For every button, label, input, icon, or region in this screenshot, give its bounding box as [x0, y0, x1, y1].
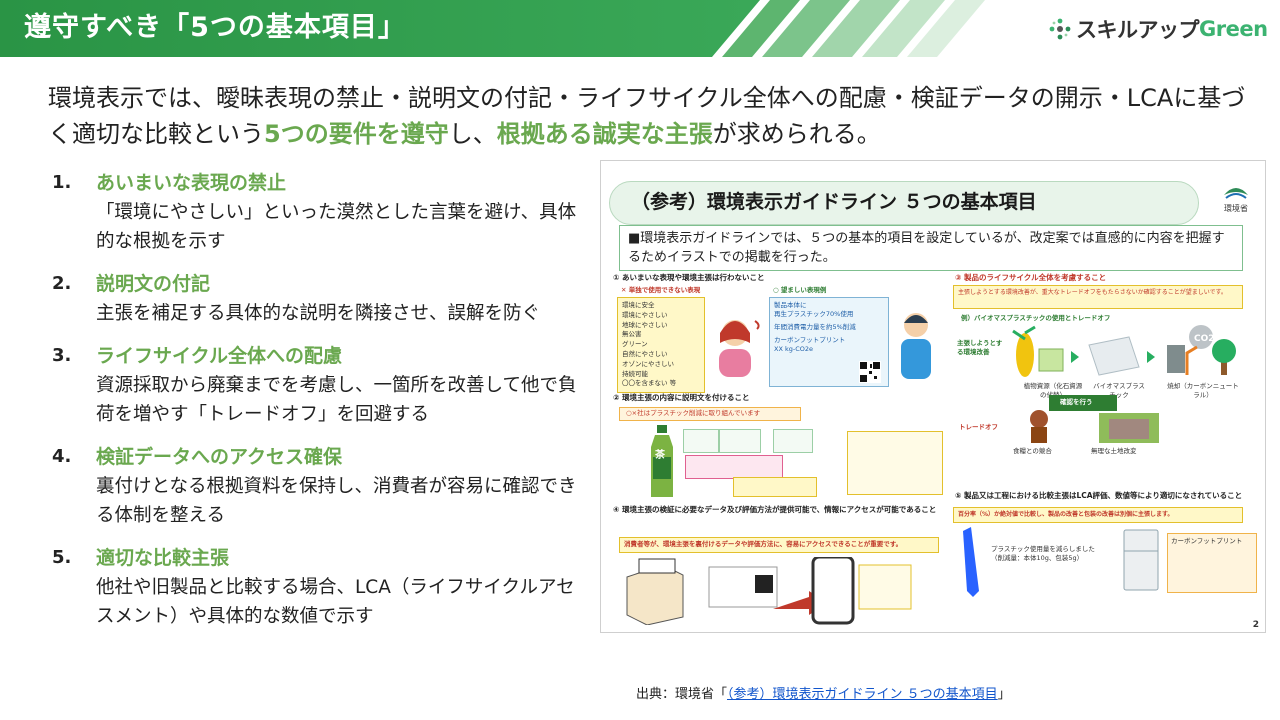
- item-description: 他社や旧製品と比較する場合、LCA（ライフサイクルアセスメント）や具体的な数値で…: [96, 577, 575, 627]
- section-4-banner: 消費者等が、環境主張を裏付けるデータや評価方法に、容易にアクセスできることが重要…: [624, 540, 903, 548]
- lead-paragraph: 環境表示では、曖昧表現の禁止・説明文の付記・ライフサイクル全体への配慮・検証デー…: [48, 80, 1248, 152]
- item-description: 主張を補足する具体的な説明を隣接させ、誤解を防ぐ: [96, 303, 541, 324]
- item-number: 3.: [52, 345, 72, 366]
- list-item: 1. あいまいな表現の禁止 「環境にやさしい」といった漠然とした言葉を避け、具体…: [52, 168, 592, 256]
- tradeoff-label: トレードオフ: [959, 423, 998, 431]
- figure-title-banner: [609, 181, 1199, 225]
- section-1-ok-label: ○ 望ましい表現例: [773, 286, 827, 294]
- list-item: 5. 適切な比較主張 他社や旧製品と比較する場合、LCA（ライフサイクルアセスメ…: [52, 543, 592, 631]
- item-title: 適切な比較主張: [96, 547, 230, 569]
- item-number: 4.: [52, 446, 72, 467]
- lifecycle-label-bioplastic: バイオマスプラスチック: [1093, 382, 1145, 399]
- pen-illustration: [963, 527, 979, 597]
- section-3-note: 主張しようとする環境改善が、重大なトレードオフをもたらさないか確認することが望ま…: [958, 289, 1227, 296]
- logo-text-accent: Green: [1199, 17, 1268, 41]
- callout-box-2: [719, 429, 761, 453]
- tea-bottle-label: 茶: [655, 450, 665, 461]
- callout-box-3: [773, 429, 813, 453]
- figure-note-box: ■環境表示ガイドラインでは、５つの基本的項目を設定しているが、改定案では直感的に…: [619, 225, 1243, 271]
- check-label: 確認を行う: [1060, 398, 1093, 406]
- item-number: 1.: [52, 172, 72, 193]
- logo-text-main: スキルアップ: [1076, 18, 1200, 42]
- ministry-name: 環境省: [1224, 204, 1248, 213]
- dots-logo-icon: [1049, 18, 1071, 40]
- header-background: [0, 0, 985, 57]
- list-item: 4. 検証データへのアクセス確保 裏付けとなる根拠資料を保持し、消費者が容易に確…: [52, 442, 592, 530]
- svg-text:CO2: CO2: [1194, 334, 1215, 344]
- lead-highlight-2: 根拠ある誠実な主張: [496, 120, 713, 148]
- data-access-illustration: [626, 557, 912, 625]
- list-item: 2. 説明文の付記 主張を補足する具体的な説明を隣接させ、誤解を防ぐ: [52, 269, 592, 328]
- item-title: 検証データへのアクセス確保: [96, 446, 343, 468]
- section-1-ng-label: ✕ 単独で使用できない表現: [621, 286, 701, 294]
- callout-box-6: [847, 431, 943, 495]
- ng-expressions-box: 環境に安全環境にやさしい地球にやさしい 無公害グリーン自然にやさしい オゾンにや…: [617, 297, 705, 393]
- item-title: あいまいな表現の禁止: [96, 172, 287, 194]
- section-5-banner-box: 百分率（%）か絶対値で比較し、製品の改善と包装の改善は別個に主張します。: [953, 507, 1243, 523]
- section-5-heading: ⑤ 製品又は工程における比較主張はLCA評価、数値等により適切になされていること: [955, 491, 1243, 500]
- check-label-box: 確認を行う: [1049, 395, 1117, 411]
- source-link[interactable]: （参考）環境表示ガイドライン ５つの基本項目: [727, 687, 998, 702]
- tradeoff-food: 食糧との競合: [1013, 447, 1052, 455]
- refrigerator-illustration: [1123, 529, 1159, 591]
- lead-text-1: 環境表示では、曖昧表現の禁止・説明文の付記・ライフサイクル全体への配慮・検証デー…: [48, 84, 1246, 148]
- tradeoff-illustration: [1030, 410, 1159, 443]
- figure-page-number: 2: [1252, 620, 1259, 630]
- item-title: ライフサイクル全体への配慮: [96, 345, 343, 367]
- item-number: 5.: [52, 547, 72, 568]
- section-4-heading: ④ 環境主張の検証に必要なデータ及び評価方法が提供可能で、情報にアクセスが可能で…: [613, 505, 937, 514]
- section-3-heading: ③ 製品のライフサイクル全体を考慮すること: [955, 273, 1107, 282]
- lead-text-3: が求められる。: [712, 120, 881, 148]
- callout-box-1: [683, 429, 719, 453]
- section-2-banner-box: ○×社はプラスチック削減に取り組んでいます: [619, 407, 801, 421]
- item-number: 2.: [52, 273, 72, 294]
- lifecycle-label-incineration: 焼却（カーボンニュートラル）: [1167, 382, 1239, 399]
- lead-highlight-1: 5つの要件を遵守: [264, 120, 449, 148]
- section-3-example: 例）バイオマスプラスチックの使用とトレードオフ: [961, 314, 1111, 322]
- lifecycle-flow-illustration: CO2: [1012, 325, 1236, 377]
- source-suffix: 」: [997, 687, 1011, 702]
- qr-code-icon: [859, 361, 881, 383]
- list-item: 3. ライフサイクル全体への配慮 資源採取から廃棄までを考慮し、一箇所を改善して…: [52, 341, 592, 429]
- section-4-banner-box: 消費者等が、環境主張を裏付けるデータや評価方法に、容易にアクセスできることが重要…: [619, 537, 939, 553]
- page-title: 遵守すべき「5つの基本項目」: [24, 12, 406, 43]
- section-1-heading: ① あいまいな表現や環境主張は行わないこと: [613, 273, 765, 282]
- source-prefix: 出典：環境省「: [636, 687, 728, 702]
- tradeoff-land: 無理な土地改変: [1091, 447, 1137, 455]
- woman-illustration: [719, 320, 760, 377]
- man-illustration: [901, 313, 931, 379]
- section-2-banner: ○×社はプラスチック削減に取り組んでいます: [626, 409, 761, 417]
- ng-expressions-list: 環境に安全環境にやさしい地球にやさしい 無公害グリーン自然にやさしい オゾンにや…: [622, 301, 677, 388]
- figure-title: （参考）環境表示ガイドライン ５つの基本項目: [631, 191, 1037, 213]
- ministry-logo: 環境省: [1217, 181, 1255, 214]
- item-description: 「環境にやさしい」といった漠然とした言葉を避け、具体的な根拠を示す: [96, 202, 577, 252]
- section-3-claim: 主張しようとする環境改善: [957, 339, 1003, 356]
- item-description: 裏付けとなる根拠資料を保持し、消費者が容易に確認できる体制を整える: [96, 476, 577, 526]
- requirements-list: 1. あいまいな表現の禁止 「環境にやさしい」といった漠然とした言葉を避け、具体…: [52, 168, 592, 644]
- section-2-heading: ② 環境主張の内容に説明文を付けること: [613, 393, 750, 402]
- section-5-pen-text: プラスチック使用量を減らしました（削減量：本体10g、包装5g）: [991, 545, 1095, 562]
- section-3-note-box: 主張しようとする環境改善が、重大なトレードオフをもたらさないか確認することが望ま…: [953, 285, 1243, 309]
- section-5-banner: 百分率（%）か絶対値で比較し、製品の改善と包装の改善は別個に主張します。: [958, 511, 1174, 518]
- item-title: 説明文の付記: [96, 273, 211, 295]
- guideline-figure: （参考）環境表示ガイドライン ５つの基本項目 環境省 ■環境表示ガイドラインでは…: [600, 160, 1266, 633]
- callout-box-4: [685, 455, 783, 479]
- item-description: 資源採取から廃棄までを考慮し、一箇所を改善して他で負荷を増やす「トレードオフ」を…: [96, 375, 577, 425]
- lead-text-2: し、: [448, 120, 497, 148]
- carbon-footprint-box: カーボンフットプリント: [1167, 533, 1257, 593]
- ok-expressions-list: 製品本体に再生プラスチック70%使用 年間消費電力量を約5%削減 カーボンフット…: [774, 301, 856, 353]
- callout-box-5: [733, 477, 817, 497]
- source-citation: 出典：環境省「（参考）環境表示ガイドライン ５つの基本項目」: [636, 686, 1011, 704]
- tea-bottle-illustration: [651, 425, 673, 497]
- carbon-footprint-label: カーボンフットプリント: [1171, 537, 1243, 545]
- ministry-mark-icon: [1224, 188, 1248, 199]
- figure-note: ■環境表示ガイドラインでは、５つの基本的項目を設定しているが、改定案では直感的に…: [628, 231, 1225, 265]
